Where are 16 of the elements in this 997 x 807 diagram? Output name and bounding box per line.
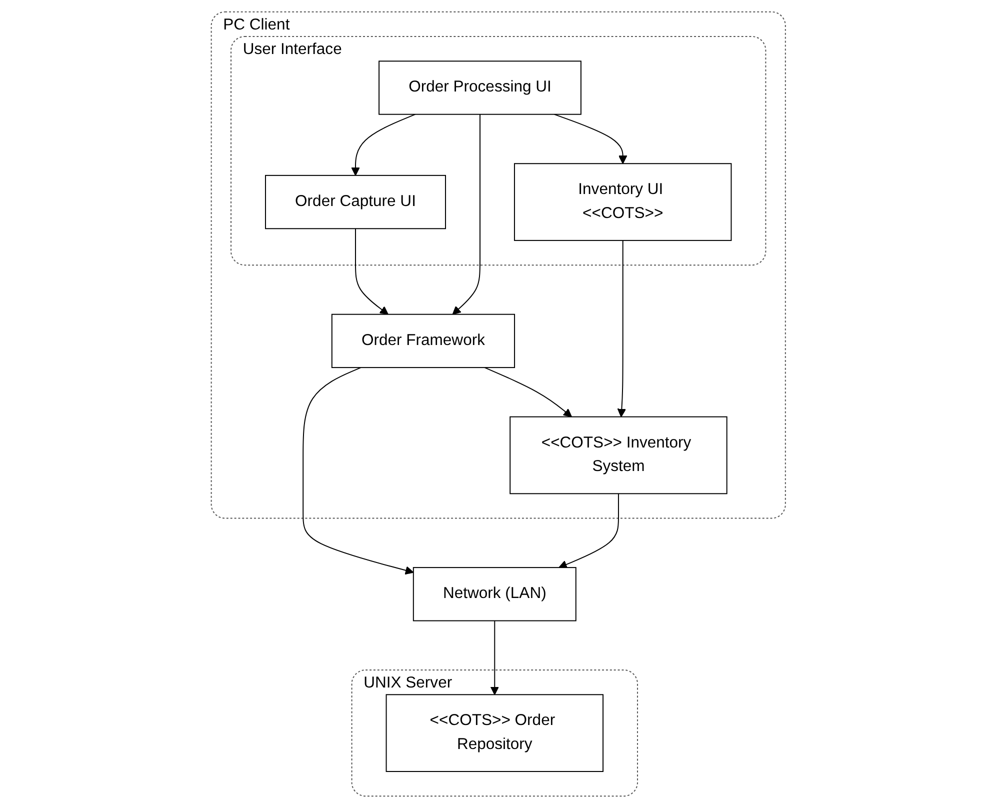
node-box: Order Framework xyxy=(332,313,516,368)
arrow xyxy=(351,113,416,176)
node-box: <<COTS>> Order Repository xyxy=(386,694,604,772)
node-box: Inventory UI <<COTS>> xyxy=(514,162,732,240)
arrow xyxy=(618,239,626,417)
arrow xyxy=(484,366,572,417)
arrow xyxy=(302,366,414,574)
arrow xyxy=(452,113,481,314)
arrow xyxy=(490,620,500,695)
arrow xyxy=(558,492,620,568)
arrow xyxy=(355,228,389,314)
node-box: Network (LAN) xyxy=(413,566,577,621)
node-box: <<COTS>> Inventory System xyxy=(510,416,728,494)
arrow xyxy=(554,113,628,164)
node-box: Order Processing UI xyxy=(378,60,582,114)
node-box: Order Capture UI xyxy=(265,174,446,229)
